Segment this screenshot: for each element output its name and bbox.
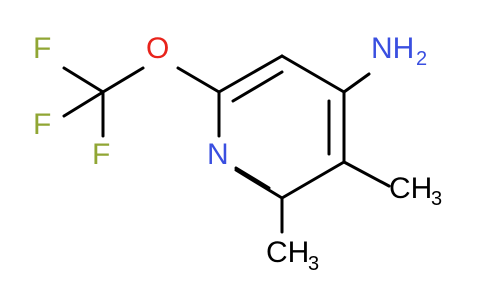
oxygen-atom: O [146, 32, 169, 65]
bond-c6-c5-double [231, 70, 284, 103]
bond-c-f2 [62, 90, 105, 118]
methyl-c2-subscript: 3 [308, 253, 319, 275]
amino-main: NH [371, 32, 414, 65]
bond-lines [62, 54, 391, 234]
bond-c3-ch3 [342, 160, 391, 188]
bond-c6-c5 [217, 54, 284, 94]
ring-nitrogen-atom: N [207, 138, 229, 171]
atom-labels: F F F O N NH 2 CH 3 CH 3 [33, 32, 442, 275]
amino-group-label: NH 2 [371, 32, 427, 70]
bond-o-c6 [176, 66, 221, 94]
bond-c2-n [234, 168, 284, 200]
bond-c-o [101, 66, 145, 94]
fluorine-atom-3: F [92, 138, 110, 171]
fluorine-atom-2: F [33, 108, 51, 141]
methyl-group-label-c2: CH 3 [266, 236, 319, 275]
methyl-c3-subscript: 3 [431, 188, 442, 210]
bond-c-f1 [62, 66, 105, 94]
methyl-c3-main: CH [389, 172, 432, 205]
bond-c4-nh2 [342, 72, 371, 94]
methyl-group-label-c3: CH 3 [389, 172, 442, 210]
methyl-c2-main: CH [266, 236, 309, 269]
bond-c5-c4 [280, 54, 346, 94]
bond-c2-n-double [234, 166, 271, 190]
amino-subscript: 2 [416, 48, 427, 70]
bond-c3-c2 [280, 160, 346, 200]
fluorine-atom-1: F [33, 32, 51, 65]
